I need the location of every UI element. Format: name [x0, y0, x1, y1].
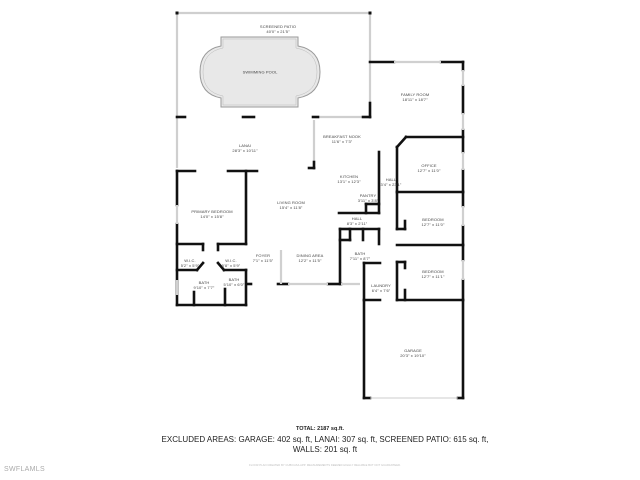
- windows: [175, 60, 465, 295]
- walls: [175, 60, 465, 400]
- room-label-swimming-pool: SWIMMING POOL: [242, 69, 278, 75]
- floor-plan-credit: FLOOR PLAN CREATED BY CUBICASA APP. MEAS…: [249, 464, 401, 467]
- excluded-areas: EXCLUDED AREAS: GARAGE: 402 sq. ft, LANA…: [160, 435, 490, 455]
- watermark: SWFLAMLS: [4, 466, 45, 473]
- room-label-wic: W.I.C.5'8" x 5'9": [221, 258, 241, 268]
- excluded-areas-line-1: EXCLUDED AREAS: GARAGE: 402 sq. ft, LANA…: [161, 435, 489, 444]
- total-area: TOTAL: 2187 sq.ft.: [295, 426, 345, 432]
- excluded-areas-line-2: WALLS: 201 sq. ft: [292, 445, 358, 454]
- screened-patio-outline: [175, 11, 372, 168]
- patio-corner-posts: [175, 11, 372, 15]
- room-label-wic: W.I.C.5'2" x 5'9": [180, 258, 200, 268]
- swimming-pool-shape: [199, 36, 321, 108]
